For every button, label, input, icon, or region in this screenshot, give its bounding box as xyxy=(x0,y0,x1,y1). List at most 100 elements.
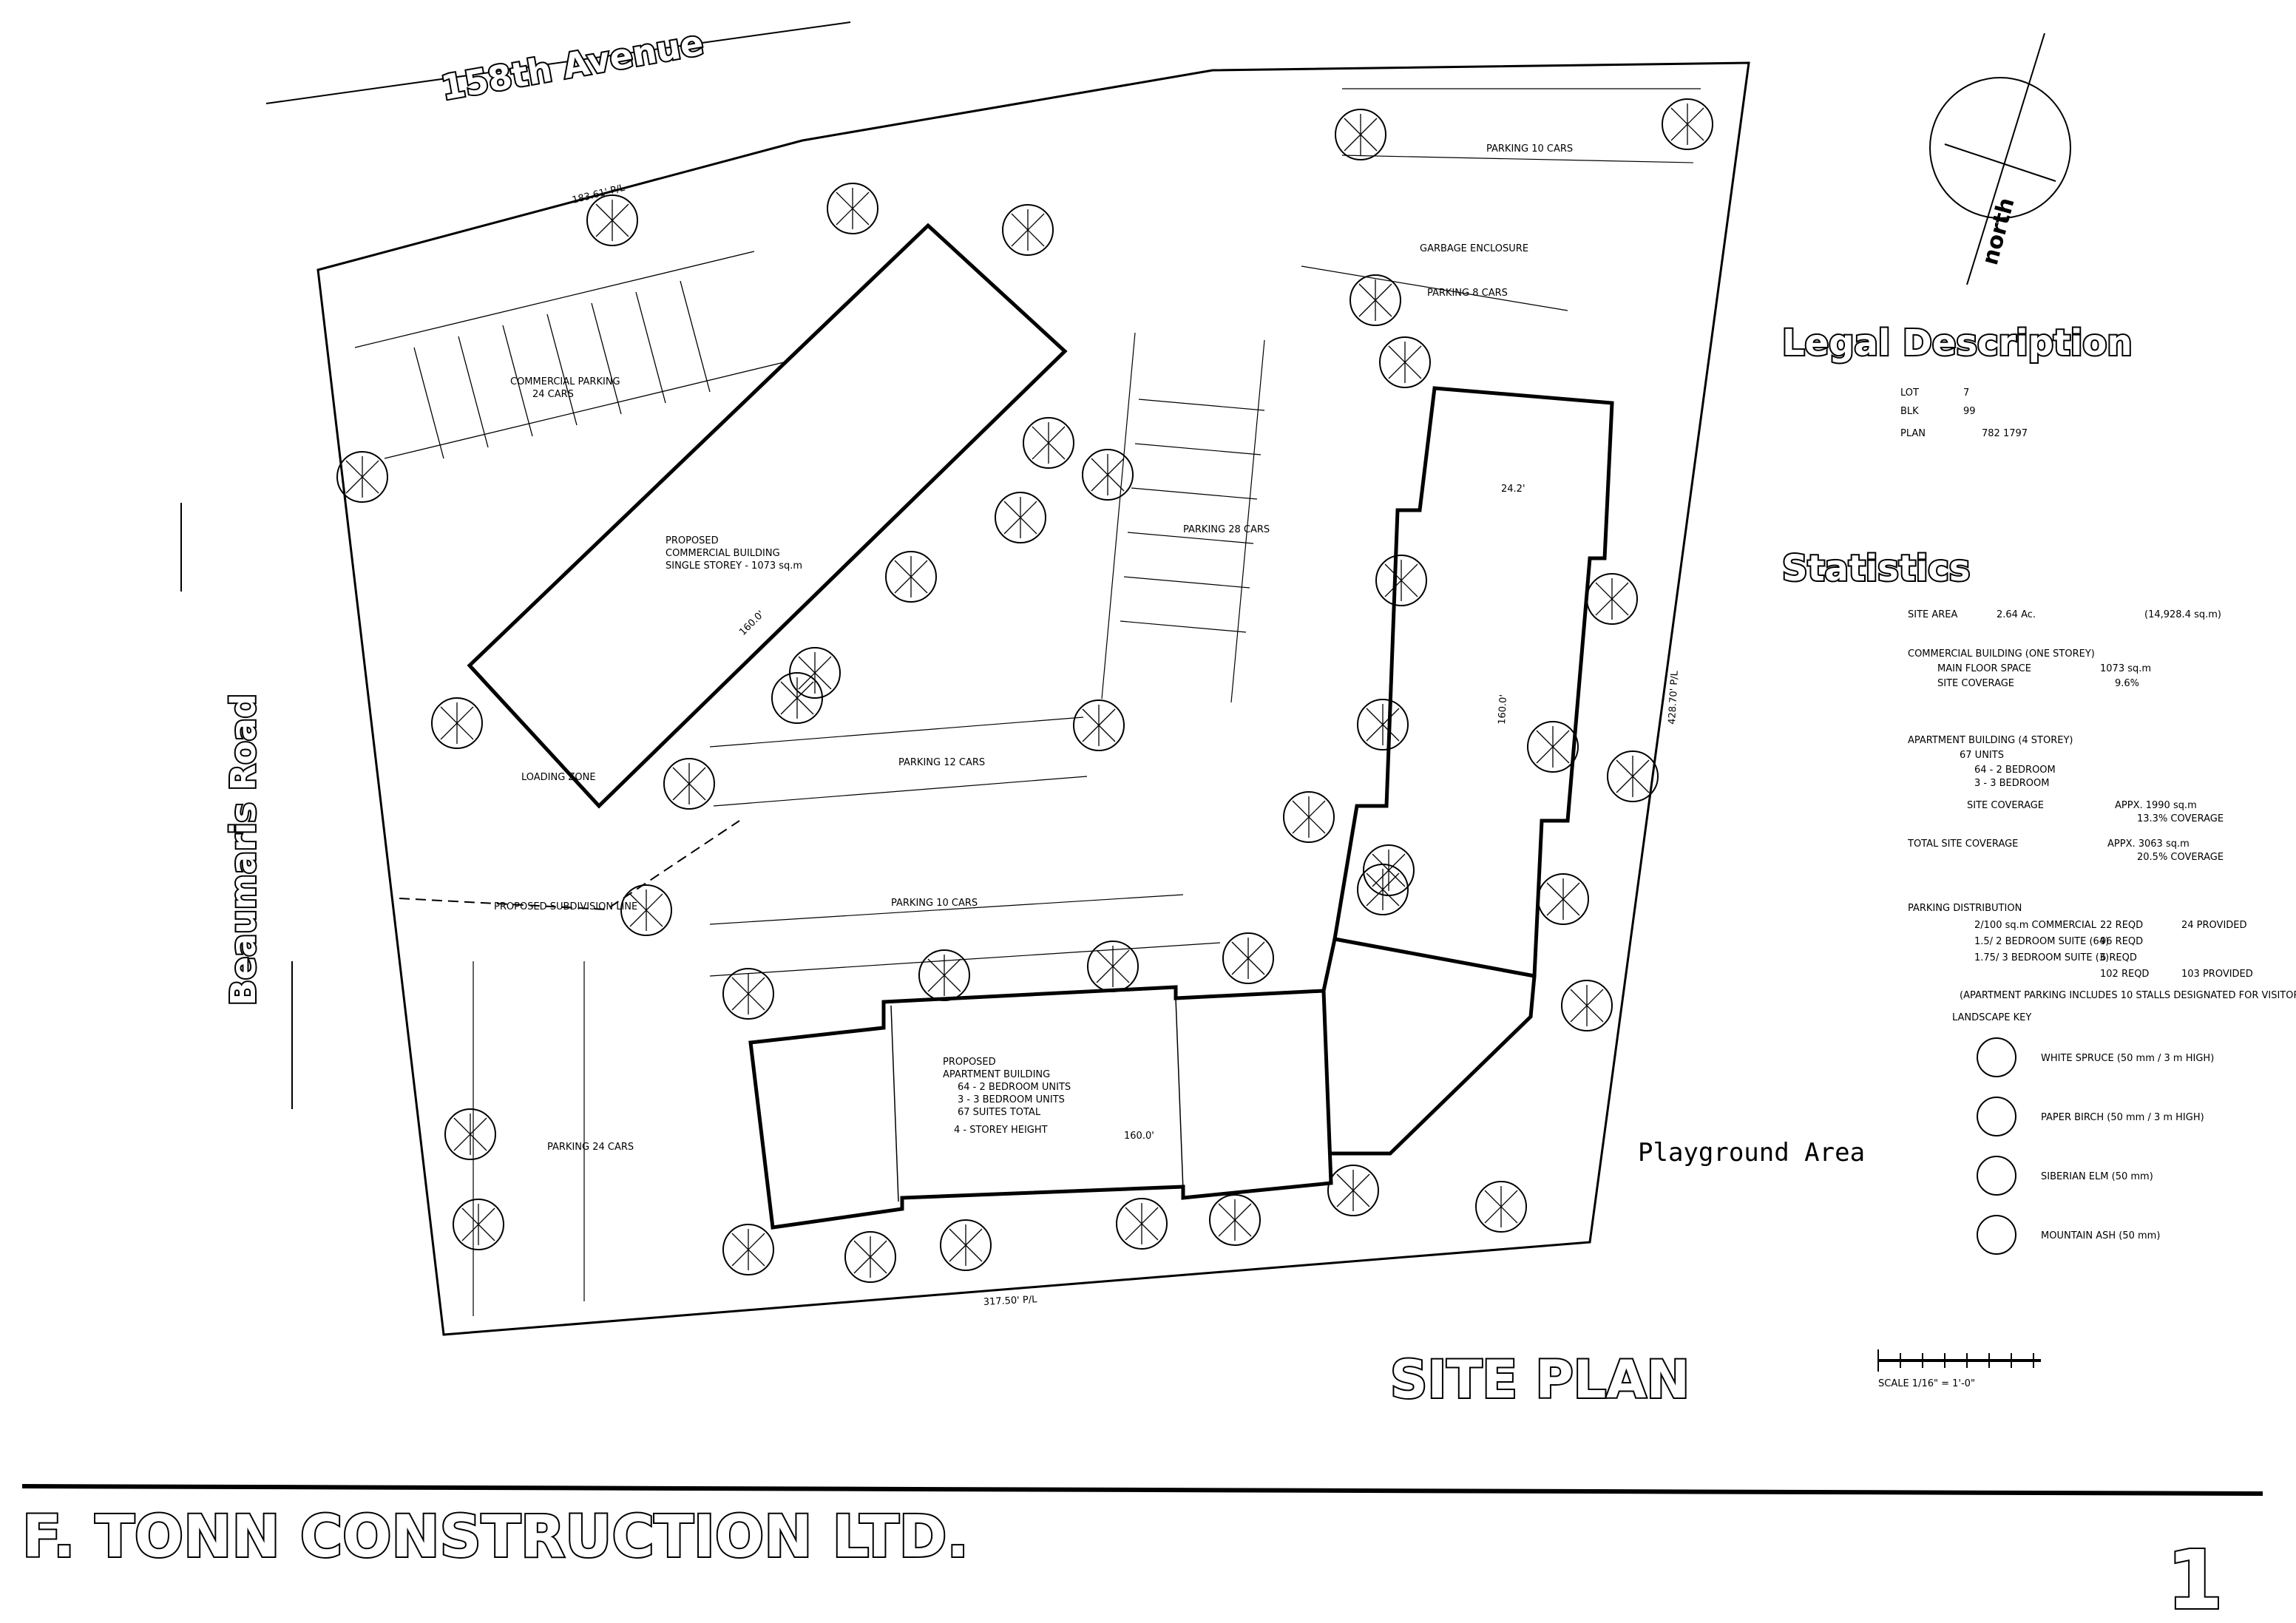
tree-icon xyxy=(1561,980,1613,1031)
tree-icon xyxy=(844,1231,896,1283)
stat-apartment-label: APARTMENT BUILDING (4 STOREY) xyxy=(1908,735,2073,746)
tree-icon xyxy=(1375,555,1427,606)
tree-icon xyxy=(1379,336,1431,388)
property-boundary xyxy=(316,61,1750,1336)
stat-total-label: TOTAL SITE COVERAGE xyxy=(1907,838,2018,850)
stat-main-floor-value: 1073 sq.m xyxy=(2100,663,2151,674)
tree-icon xyxy=(1475,1181,1527,1233)
garbage-label: GARBAGE ENCLOSURE xyxy=(1420,243,1528,254)
landscape-key-title: LANDSCAPE KEY xyxy=(1952,1012,2031,1023)
tree-icon xyxy=(453,1199,504,1250)
north-arrow: north xyxy=(1929,33,2071,285)
landscape-key-label: SIBERIAN ELM (50 mm) xyxy=(2041,1171,2153,1182)
sheet-title: SITE PLAN xyxy=(1390,1349,1690,1410)
statistics-block: SITE AREA 2.64 Ac. (14,928.4 sq.m) COMME… xyxy=(1907,609,2224,914)
legal-lot-label: LOT xyxy=(1900,387,1919,399)
apartment-south-wing xyxy=(748,985,1333,1230)
landscape-key-label: MOUNTAIN ASH (50 mm) xyxy=(2041,1230,2160,1241)
street-label-beaumaris: Beaumaris Road xyxy=(223,694,263,1006)
tree-icon xyxy=(1087,941,1139,992)
apt-label-5: 67 SUITES TOTAL xyxy=(958,1107,1041,1118)
legal-title: Legal Description xyxy=(1782,322,2133,364)
stat-2bed: 64 - 2 BEDROOM xyxy=(1974,765,2056,776)
parking-label-28: PARKING 28 CARS xyxy=(1183,524,1270,535)
dimension-north: 183.61' P/L xyxy=(571,183,626,206)
parking-row-cell: 6 REQD xyxy=(2100,952,2137,963)
apt-label-1: PROPOSED xyxy=(943,1057,996,1068)
tree-icon xyxy=(995,492,1046,543)
apt-dim-east: 24.2' xyxy=(1501,484,1525,495)
stat-site-area-value: 2.64 Ac. xyxy=(1997,609,2036,620)
tree-icon xyxy=(1283,791,1335,843)
stat-main-floor-label: MAIN FLOOR SPACE xyxy=(1937,663,2031,674)
commercial-parking-cars: 24 CARS xyxy=(532,389,574,400)
legal-plan-label: PLAN xyxy=(1900,428,1926,439)
apt-label-2: APARTMENT BUILDING xyxy=(943,1069,1050,1080)
tree-icon xyxy=(1350,274,1401,326)
parking-label-top: PARKING 10 CARS xyxy=(1486,143,1573,155)
parking-row-cell: 2/100 sq.m COMMERCIAL xyxy=(1974,920,2097,931)
tree-icon xyxy=(1662,98,1713,150)
parking-row-cell: 24 PROVIDED xyxy=(2181,920,2247,931)
stat-parking-note: (APARTMENT PARKING INCLUDES 10 STALLS DE… xyxy=(1960,990,2296,1001)
tree-icon xyxy=(789,647,841,699)
legal-lot-value: 7 xyxy=(1963,387,1969,399)
legal-block-value: 99 xyxy=(1963,406,1976,417)
parking-label-10: PARKING 10 CARS xyxy=(891,898,978,909)
stat-total-pct: 20.5% COVERAGE xyxy=(2137,852,2224,863)
stat-total-value: APPX. 3063 sq.m xyxy=(2107,838,2190,850)
playground-label: Playground Area xyxy=(1638,1138,1865,1168)
commercial-parking xyxy=(354,251,785,459)
tree-icon xyxy=(1023,417,1074,469)
tree-icon xyxy=(1327,1165,1379,1216)
tree-icon xyxy=(1357,864,1409,915)
legal-plan-value: 782 1797 xyxy=(1982,428,2028,439)
proposed-subdivision-line xyxy=(399,820,740,911)
landscape-key-label: WHITE SPRUCE (50 mm / 3 m HIGH) xyxy=(2041,1053,2214,1064)
stat-apt-coverage-value: APPX. 1990 sq.m xyxy=(2115,800,2197,811)
apt-dim-south: 160.0' xyxy=(1124,1131,1154,1142)
commercial-building xyxy=(467,223,1068,809)
landscape-key: WHITE SPRUCE (50 mm / 3 m HIGH) PAPER BIR… xyxy=(1977,1037,2214,1255)
tree-icon xyxy=(1082,449,1134,501)
commercial-label-1: PROPOSED xyxy=(666,535,719,546)
stat-parking-label: PARKING DISTRIBUTION xyxy=(1908,903,2022,914)
parking-row-cell: 1.5/ 2 BEDROOM SUITE (64) xyxy=(1974,936,2109,947)
landscape-symbol-icon xyxy=(1977,1097,2016,1136)
apartment-east-wing xyxy=(1332,386,1614,978)
landscape-key-label: PAPER BIRCH (50 mm / 3 m HIGH) xyxy=(2041,1112,2204,1123)
stat-3bed: 3 - 3 BEDROOM xyxy=(1974,778,2050,789)
parking-stalls xyxy=(473,88,1701,1316)
tree-icon xyxy=(1586,573,1638,625)
tree-icon xyxy=(1537,873,1589,925)
dimension-east: 428.70' P/L xyxy=(1667,670,1681,725)
tree-icon xyxy=(918,949,970,1001)
parking-row-cell: 103 PROVIDED xyxy=(2181,969,2253,980)
street-label-158th: 158th Avenue xyxy=(438,22,707,107)
title-block-rule xyxy=(21,1484,2263,1496)
apartment-connector xyxy=(1321,937,1537,1156)
dimension-south: 317.50' P/L xyxy=(983,1294,1037,1308)
parking-row-cell: 96 REQD xyxy=(2100,936,2143,947)
stat-commercial-label: COMMERCIAL BUILDING (ONE STOREY) xyxy=(1908,648,2095,660)
tree-icon xyxy=(1209,1194,1261,1246)
apt-label-3: 64 - 2 BEDROOM UNITS xyxy=(958,1082,1071,1093)
tree-icon xyxy=(1335,109,1386,160)
tree-icon xyxy=(620,884,672,936)
commercial-label-2: COMMERCIAL BUILDING xyxy=(666,548,780,559)
apt-dim-east-long: 160.0' xyxy=(1497,694,1509,725)
tree-icon xyxy=(1002,204,1054,256)
tree-icon xyxy=(1607,750,1659,802)
tree-icon xyxy=(771,672,823,724)
parking-row-cell: 1.75/ 3 BEDROOM SUITE (3) xyxy=(1974,952,2109,963)
commercial-parking-label: COMMERCIAL PARKING xyxy=(510,376,620,387)
parking-label-24: PARKING 24 CARS xyxy=(547,1142,634,1153)
tree-icon xyxy=(722,1224,774,1275)
landscape-trees xyxy=(336,98,1713,1283)
company-name: F. TONN CONSTRUCTION LTD. xyxy=(22,1504,969,1571)
tree-icon xyxy=(663,758,715,810)
tree-icon xyxy=(722,968,774,1020)
landscape-symbol-icon xyxy=(1977,1037,2016,1077)
